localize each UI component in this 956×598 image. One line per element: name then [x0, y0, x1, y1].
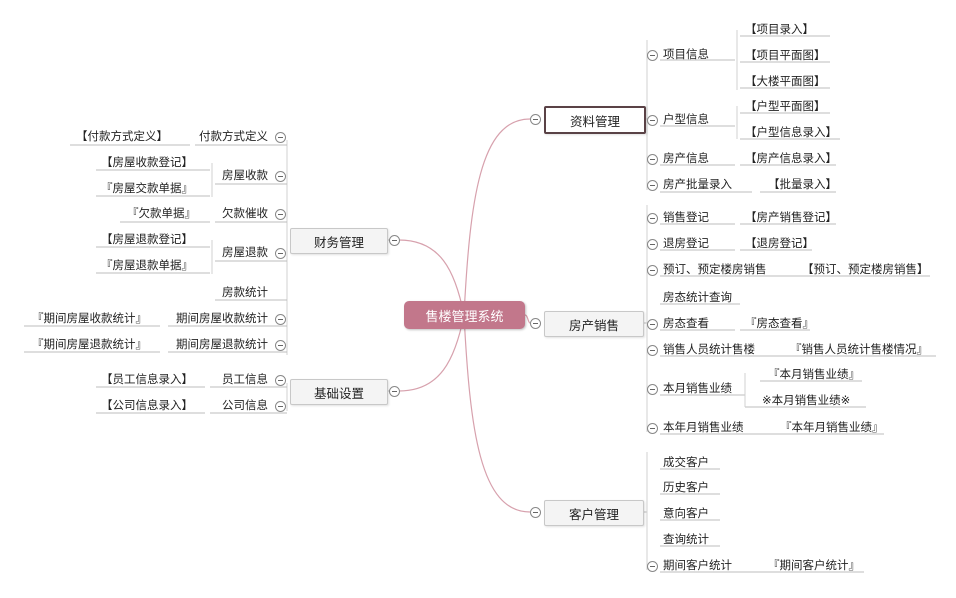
node-gongsi[interactable]: 公司信息 — [222, 398, 268, 412]
node-tuikuan[interactable]: 房屋退款 — [222, 245, 268, 259]
leaf-bennian-1[interactable]: 『本年月销售业绩』 — [780, 420, 884, 434]
leaf-shoukuan-1[interactable]: 【房屋收款登记】 — [101, 155, 193, 169]
topic-ziliao[interactable]: 资料管理 — [544, 106, 646, 134]
node-shoukuan[interactable]: 房屋收款 — [222, 168, 268, 182]
node-chengjiao[interactable]: 成交客户 — [663, 455, 709, 469]
node-yuding[interactable]: 预订、预定楼房销售 — [663, 262, 767, 276]
leaf-xiangmu-1[interactable]: 【项目录入】 — [745, 22, 814, 36]
node-qjtui[interactable]: 期间房屋退款统计 — [176, 337, 268, 351]
collapse-toggle-qjtui[interactable] — [275, 340, 286, 351]
collapse-toggle-jichu[interactable] — [389, 386, 400, 397]
collapse-toggle-ziliao[interactable] — [530, 114, 541, 125]
leaf-benyue-1[interactable]: 『本月销售业绩』 — [768, 367, 860, 381]
node-qijian[interactable]: 期间客户统计 — [663, 558, 732, 572]
leaf-fangchan-1[interactable]: 【房产信息录入】 — [745, 151, 837, 165]
collapse-toggle-gongsi[interactable] — [275, 401, 286, 412]
collapse-toggle-huxing[interactable] — [647, 115, 658, 126]
collapse-toggle-tuifang[interactable] — [647, 239, 658, 250]
node-tuifang[interactable]: 退房登记 — [663, 236, 709, 250]
collapse-toggle-fukuan[interactable] — [275, 132, 286, 143]
topic-kehu[interactable]: 客户管理 — [544, 500, 644, 526]
node-chakan[interactable]: 房态查看 — [663, 316, 709, 330]
topic-jichu[interactable]: 基础设置 — [290, 379, 388, 405]
leaf-gongsi-1[interactable]: 【公司信息录入】 — [101, 398, 193, 412]
collapse-toggle-caiwu[interactable] — [389, 235, 400, 246]
link-root-xiaoshou — [524, 314, 531, 324]
leaf-fukuan-1[interactable]: 【付款方式定义】 — [76, 129, 168, 143]
collapse-toggle-fangchan[interactable] — [647, 154, 658, 165]
leaf-cuishou-1[interactable]: 『欠款单据』 — [127, 206, 196, 220]
collapse-toggle-renyuan[interactable] — [647, 345, 658, 356]
node-piliang[interactable]: 房产批量录入 — [663, 177, 732, 191]
leaf-tuikuan-2[interactable]: 『房屋退款单据』 — [101, 258, 193, 272]
collapse-toggle-tuikuan[interactable] — [275, 248, 286, 259]
node-bennian[interactable]: 本年月销售业绩 — [663, 420, 744, 434]
collapse-toggle-kehu[interactable] — [530, 507, 541, 518]
collapse-toggle-piliang[interactable] — [647, 180, 658, 191]
collapse-toggle-yuangong[interactable] — [275, 375, 286, 386]
leaf-shoukuan-2[interactable]: 『房屋交款单据』 — [101, 181, 193, 195]
collapse-toggle-qjshou[interactable] — [275, 314, 286, 325]
node-yixiang[interactable]: 意向客户 — [663, 506, 709, 520]
collapse-toggle-shoukuan[interactable] — [275, 171, 286, 182]
node-dengji[interactable]: 销售登记 — [663, 210, 709, 224]
node-fangkuan[interactable]: 房款统计 — [222, 285, 268, 299]
node-benyue[interactable]: 本月销售业绩 — [663, 381, 732, 395]
leaf-huxing-2[interactable]: 【户型信息录入】 — [745, 125, 837, 139]
node-qjshou[interactable]: 期间房屋收款统计 — [176, 311, 268, 325]
leaf-tuikuan-1[interactable]: 【房屋退款登记】 — [101, 232, 193, 246]
leaf-huxing-1[interactable]: 【户型平面图】 — [745, 99, 826, 113]
leaf-qjtui-1[interactable]: 『期间房屋退款统计』 — [32, 337, 147, 351]
leaf-qjshou-1[interactable]: 『期间房屋收款统计』 — [32, 311, 147, 325]
root-topic[interactable]: 售楼管理系统 — [404, 301, 525, 329]
link-root-kehu — [463, 314, 531, 513]
leaf-chakan-1[interactable]: 『房态查看』 — [745, 316, 814, 330]
collapse-toggle-xiangmu[interactable] — [647, 50, 658, 61]
collapse-toggle-chakan[interactable] — [647, 319, 658, 330]
node-yuangong[interactable]: 员工信息 — [222, 372, 268, 386]
link-root-ziliao — [463, 118, 531, 316]
link-root-jichu — [398, 314, 465, 392]
node-xiangmu[interactable]: 项目信息 — [663, 47, 709, 61]
collapse-toggle-cuishou[interactable] — [275, 209, 286, 220]
leaf-piliang-1[interactable]: 【批量录入】 — [768, 177, 837, 191]
topic-xiaoshou[interactable]: 房产销售 — [544, 311, 644, 337]
collapse-toggle-bennian[interactable] — [647, 423, 658, 434]
leaf-yuding-1[interactable]: 【预订、预定楼房销售】 — [802, 262, 929, 276]
node-renyuan[interactable]: 销售人员统计售楼 — [663, 342, 755, 356]
collapse-toggle-yuding[interactable] — [647, 265, 658, 276]
node-huxing[interactable]: 户型信息 — [663, 112, 709, 126]
node-fukuan[interactable]: 付款方式定义 — [199, 129, 268, 143]
collapse-toggle-qijian[interactable] — [647, 561, 658, 572]
leaf-renyuan-1[interactable]: 『销售人员统计售楼情况』 — [790, 342, 928, 356]
collapse-toggle-dengji[interactable] — [647, 213, 658, 224]
node-chaxun[interactable]: 查询统计 — [663, 532, 709, 546]
node-tongji[interactable]: 房态统计查询 — [663, 290, 732, 304]
leaf-tuifang-1[interactable]: 【退房登记】 — [745, 236, 814, 250]
leaf-xiangmu-2[interactable]: 【项目平面图】 — [745, 48, 826, 62]
node-fangchan[interactable]: 房产信息 — [663, 151, 709, 165]
leaf-dengji-1[interactable]: 【房产销售登记】 — [745, 210, 837, 224]
leaf-yuangong-1[interactable]: 【员工信息录入】 — [101, 372, 193, 386]
collapse-toggle-benyue[interactable] — [647, 384, 658, 395]
node-lishi[interactable]: 历史客户 — [663, 480, 709, 494]
node-cuishou[interactable]: 欠款催收 — [222, 206, 268, 220]
leaf-xiangmu-3[interactable]: 【大楼平面图】 — [745, 74, 826, 88]
leaf-qijian-1[interactable]: 『期间客户统计』 — [768, 558, 860, 572]
leaf-benyue-2[interactable]: ※本月销售业绩※ — [762, 393, 851, 407]
collapse-toggle-xiaoshou[interactable] — [530, 318, 541, 329]
topic-caiwu[interactable]: 财务管理 — [290, 228, 388, 254]
